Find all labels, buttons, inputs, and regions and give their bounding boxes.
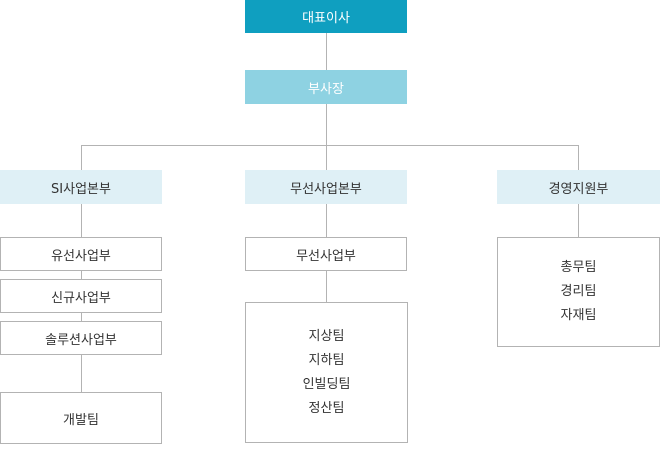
division-si-label: SI사업본부 [51,181,111,197]
unit-solution-business: 솔루션사업부 [0,321,162,355]
unit-new-business-label: 신규사업부 [51,290,111,306]
team-development-label: 개발팀 [63,412,99,428]
unit-wireless-business-label: 무선사업부 [296,248,356,264]
unit-wired-business: 유선사업부 [0,237,162,271]
team-development: 개발팀 [0,392,162,444]
team-label: 총무팀 [560,260,597,275]
team-label: 지상팀 [308,328,345,344]
team-label: 정산팀 [308,400,345,416]
division-si: SI사업본부 [0,170,162,204]
unit-solution-business-label: 솔루션사업부 [45,332,117,348]
division-management-support-label: 경영지원부 [548,181,609,197]
vice-president-label: 부사장 [308,81,344,97]
ceo-box: 대표이사 [245,0,407,33]
wireless-teams-box: 지상팀 지하팀 인빌딩팀 정산팀 [245,302,408,443]
unit-wired-business-label: 유선사업부 [51,248,111,264]
division-management-support: 경영지원부 [497,170,660,204]
team-label: 자재팀 [560,308,597,323]
division-wireless: 무선사업본부 [245,170,407,204]
team-label: 지하팀 [308,352,345,368]
unit-wireless-business: 무선사업부 [245,237,407,271]
team-label: 경리팀 [560,284,597,299]
team-label: 인빌딩팀 [302,376,351,392]
unit-new-business: 신규사업부 [0,279,162,313]
division-wireless-label: 무선사업본부 [290,181,362,197]
management-teams-box: 총무팀 경리팀 자재팀 [497,237,660,347]
vice-president-box: 부사장 [245,70,407,104]
ceo-label: 대표이사 [302,11,350,26]
